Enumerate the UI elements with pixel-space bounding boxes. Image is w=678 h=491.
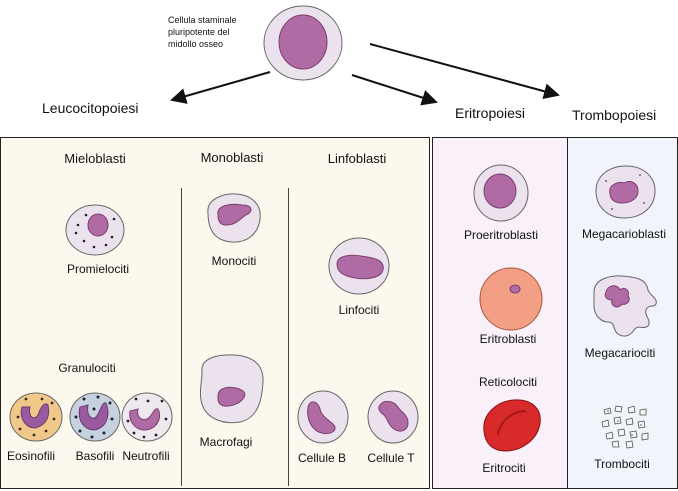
label-linfociti: Linfociti xyxy=(338,303,380,317)
monocita-cell xyxy=(207,193,261,243)
label-granulociti: Granulociti xyxy=(58,361,116,375)
stem-cell-label-line: midollo osseo xyxy=(168,39,224,49)
label-proeritroblasti: Proeritroblasti xyxy=(463,228,539,242)
arrow-to-leucocitopoiesi xyxy=(170,71,271,104)
eritrocita-cell xyxy=(483,399,541,452)
label-neutrofili: Neutrofili xyxy=(122,449,170,463)
process-leucocitopoiesi: Leucocitopoiesi xyxy=(42,100,139,116)
arrow-to-trombopoiesi xyxy=(369,43,560,100)
panel-divider xyxy=(288,188,289,486)
label-basofili: Basofili xyxy=(75,449,115,463)
label-megacariociti: Megacariociti xyxy=(584,346,656,360)
process-eritropoiesi: Eritropoiesi xyxy=(455,105,526,121)
trombociti-cluster xyxy=(601,405,649,449)
megacariocita-cell xyxy=(593,275,657,337)
label-eritroblasti: Eritroblasti xyxy=(479,332,537,346)
stem-cell xyxy=(263,5,343,81)
proeritroblasto-cell xyxy=(473,164,529,222)
linfocita-cell xyxy=(328,237,390,295)
label-monociti: Monociti xyxy=(211,254,257,268)
label-macrofagi: Macrofagi xyxy=(199,435,253,449)
eosinofilo-cell xyxy=(9,392,63,442)
neutrofilo-cell xyxy=(121,392,173,442)
basofilo-cell xyxy=(69,392,121,442)
label-trombociti: Trombociti xyxy=(594,457,650,471)
stem-cell-label-line: Cellula staminale xyxy=(168,15,237,25)
stem-cell-label: Cellula staminale pluripotente del midol… xyxy=(168,14,237,50)
header-mieloblasti: Mieloblasti xyxy=(64,151,126,166)
label-megacarioblasti: Megacarioblasti xyxy=(581,227,667,241)
cellula-t-cell xyxy=(367,390,419,444)
label-eritrociti: Eritrociti xyxy=(482,461,526,475)
label-cellule-b: Cellule B xyxy=(297,451,347,465)
arrow-to-eritropoiesi xyxy=(351,74,438,106)
panel-divider xyxy=(181,188,182,486)
promielocita-cell xyxy=(65,204,125,256)
megacarioblasto-cell xyxy=(595,165,656,219)
leucocitopoiesi-panel xyxy=(0,137,430,489)
header-monoblasti: Monoblasti xyxy=(200,150,264,165)
macrofago-cell xyxy=(199,354,264,424)
label-promielociti: Promielociti xyxy=(66,262,130,276)
process-trombopoiesi: Trombopoiesi xyxy=(572,107,657,123)
eritroblasto-cell xyxy=(479,267,543,331)
header-linfoblasti: Linfoblasti xyxy=(327,151,387,166)
differentiation-arrows xyxy=(170,43,560,106)
cellula-b-cell xyxy=(297,390,349,444)
label-eosinofili: Eosinofili xyxy=(6,449,56,463)
label-reticolociti: Reticolociti xyxy=(478,375,538,389)
label-cellule-t: Cellule T xyxy=(367,451,415,465)
stem-cell-label-line: pluripotente del xyxy=(168,27,230,37)
